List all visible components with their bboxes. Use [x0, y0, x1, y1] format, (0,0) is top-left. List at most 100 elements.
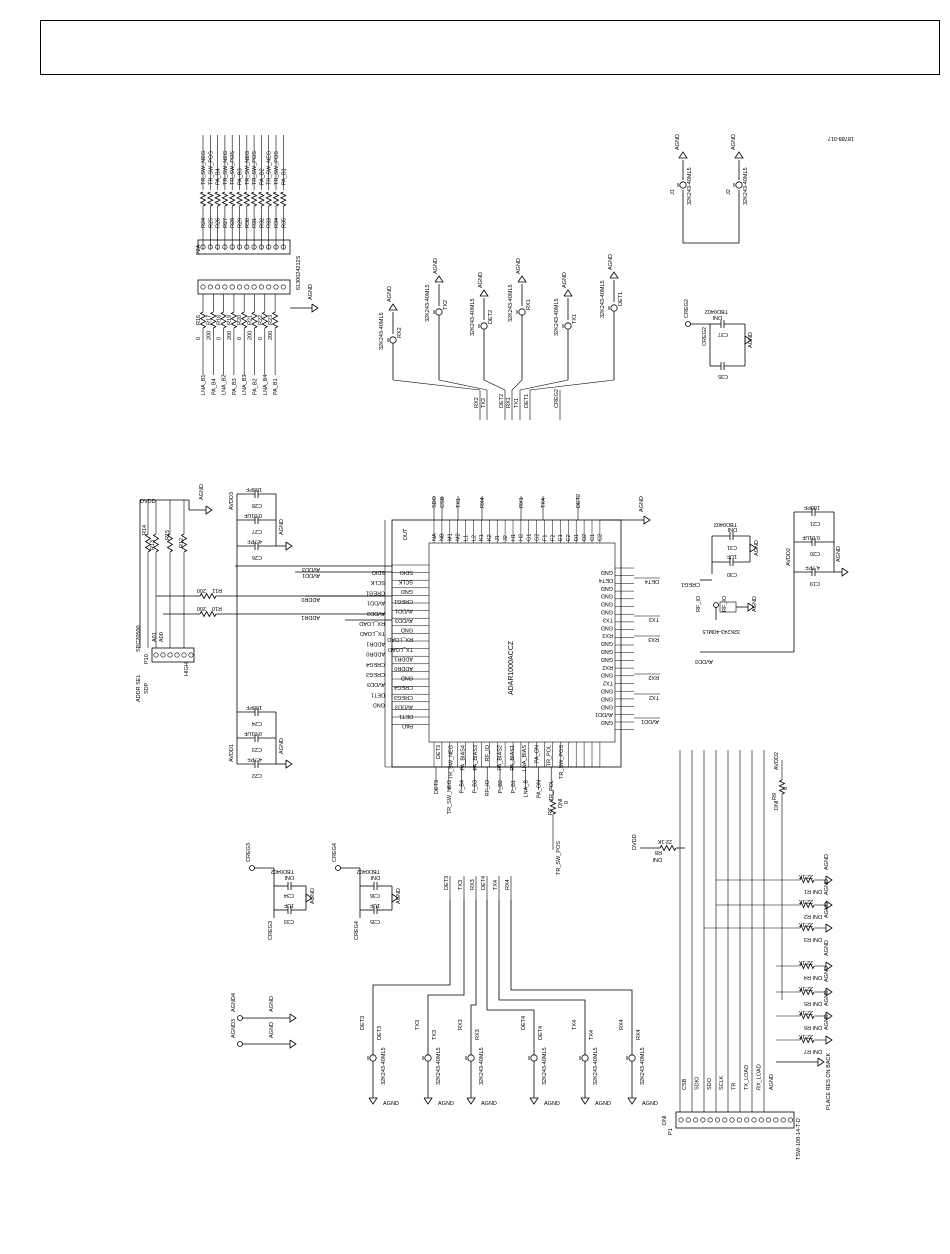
- ic-top-pin-label: K1: [479, 534, 485, 541]
- ic-bottom-pin-label: LNA_BIAS: [522, 745, 528, 772]
- creg2-dni: DNI: [712, 314, 722, 320]
- ic-right-pin-label: RX2: [602, 664, 613, 670]
- p2b-pin: [200, 284, 206, 290]
- p2-lower-ref: R21: [248, 315, 254, 325]
- agnd-tap-flag: [237, 1041, 243, 1047]
- ic-left-pin-label: CREG3: [394, 694, 413, 700]
- ic-left-pin-label: SDIO: [399, 569, 413, 575]
- pulldown-gnd: [825, 1035, 833, 1045]
- header-p1-net-label: TR: [732, 1083, 738, 1090]
- pulldown-resistor: [799, 1036, 815, 1044]
- ic-top-pin-label: F2: [550, 535, 556, 541]
- pulldown-value: 22.1K: [798, 959, 813, 965]
- avdd2-cap-ref: C21: [810, 520, 820, 526]
- ic-top-pin-label: H2: [519, 534, 525, 541]
- creg2-cap1-value: TBD0402: [705, 308, 728, 314]
- j-connector: [735, 181, 743, 189]
- creg-dni: DNI: [284, 874, 294, 880]
- p2a-pin: [200, 244, 206, 250]
- ic-top-pin-label: E1: [558, 534, 564, 541]
- rf-port-part: 32K243-40ML5: [425, 284, 431, 322]
- pulldown-dni: DNI: [812, 974, 822, 980]
- p2-lower-resistor: [240, 311, 248, 329]
- p2a-pin: [237, 244, 243, 250]
- creg-flag: [249, 865, 255, 871]
- header-p1-pin: [729, 1117, 735, 1123]
- rf-port-ref: RX2: [397, 327, 403, 338]
- creg2-label: CREG2: [684, 299, 690, 318]
- p2-lower-resistor: [271, 311, 279, 329]
- addr-r13-ref: R13: [150, 540, 156, 550]
- addr-agnd: [205, 505, 213, 515]
- rf-bottom-ref: TX4: [572, 1020, 578, 1030]
- ic-top-pin-label: G1: [527, 534, 533, 541]
- p2-resistor-ref: R35: [281, 218, 287, 228]
- pulldown-ref: R6: [804, 1024, 811, 1030]
- ic-top-pin-label: E2: [566, 534, 572, 541]
- avdd3-cap-ref: C27: [252, 528, 262, 534]
- ic-left-pin-label: AVDD3: [395, 617, 413, 623]
- creg-gnd: [391, 893, 399, 903]
- rf-bottom-net-top: DET3: [444, 876, 450, 890]
- rf-bottom-gnd-label: AGND: [595, 1101, 611, 1107]
- ic-right-pin-label: RX3: [602, 632, 613, 638]
- creg-cap2-value: 1UF: [369, 902, 380, 908]
- ic-dut-label: DUT: [403, 528, 409, 540]
- p2-lower-ref: R17: [206, 315, 212, 325]
- agnd-tap-gnd: [289, 1013, 297, 1023]
- p2-lower-net: PA_B4: [211, 378, 217, 395]
- pulldown-value: 22.1K: [798, 1009, 813, 1015]
- p2b-pin: [237, 284, 243, 290]
- ic-right-pin-label: GND: [601, 609, 613, 615]
- addr-switch-pin-label: A00: [159, 632, 165, 642]
- creg1-cap1-ref: C31: [727, 544, 737, 550]
- rf-bottom-gnd: [627, 1097, 637, 1105]
- rf-bottom-ref2: DET3: [377, 1026, 383, 1040]
- rf-bottom-part: 32K243-40ML5: [593, 1047, 599, 1085]
- rf-net-label: DET1: [524, 394, 530, 408]
- creg2-gnd-label: AGND: [748, 332, 754, 348]
- ic-bottom-pin-label: PA_ON: [534, 745, 540, 763]
- creg2-net-label: CREG2: [554, 389, 560, 408]
- addr-pull-resistor: [144, 533, 152, 553]
- avdd2-cap-ref: C19: [810, 580, 820, 586]
- title-box: [40, 20, 940, 75]
- rf-bottom-ref: RX3: [458, 1019, 464, 1030]
- ic-right-pin-label: GND: [601, 640, 613, 646]
- p2-net-label: TR_SW_POS: [230, 151, 236, 185]
- rf-bottom-route: [486, 900, 535, 1055]
- rf-bottom-route: [470, 900, 477, 1055]
- ic-left-net-label: ADDR0: [366, 651, 385, 657]
- p2-lower-net: LNA_B3: [242, 375, 248, 396]
- rf-bottom-gnd: [466, 1097, 476, 1105]
- header-p1-pin: [780, 1117, 786, 1123]
- ic-right-pin-label: TX3: [603, 616, 613, 622]
- avdd1-cap-ref: C22: [252, 772, 262, 778]
- rf-net-label: TX2: [481, 398, 487, 408]
- rf-port-gnd: [479, 289, 489, 297]
- p2-resistor-ref: R33: [267, 218, 273, 228]
- addr-r11-value: 200: [197, 587, 206, 593]
- header-p1-pin: [678, 1117, 684, 1123]
- p2-net-label: TR_SW_NEG: [245, 151, 251, 185]
- p2b-pin: [207, 284, 213, 290]
- creg-dni: DNI: [370, 874, 380, 880]
- ic-bottom-net-label: P_B3: [472, 780, 478, 793]
- ic-bottom-pin-label: TR_POL: [547, 745, 553, 766]
- ic-left-net-label: CREG4: [366, 661, 385, 667]
- ic-top-net-label: TX4: [541, 498, 547, 508]
- j-gnd-label: AGND: [731, 134, 737, 150]
- p2-net-label: TR_SW_POS: [274, 151, 280, 185]
- ic-top-net-label: TX1: [456, 498, 462, 508]
- p2-resistor-ref: R24: [201, 218, 207, 228]
- addr-switch-pin-label: P10: [144, 654, 150, 664]
- ic-body-inner: [428, 542, 616, 743]
- p2a-pin: [215, 244, 221, 250]
- avdd3-label: AVDD3: [229, 492, 235, 510]
- ic-right-pin-label: GND: [601, 703, 613, 709]
- header-p1-pin: [685, 1117, 691, 1123]
- agnd-tap-flag: [237, 1015, 243, 1021]
- creg-cap1-value: TBD0402: [357, 868, 380, 874]
